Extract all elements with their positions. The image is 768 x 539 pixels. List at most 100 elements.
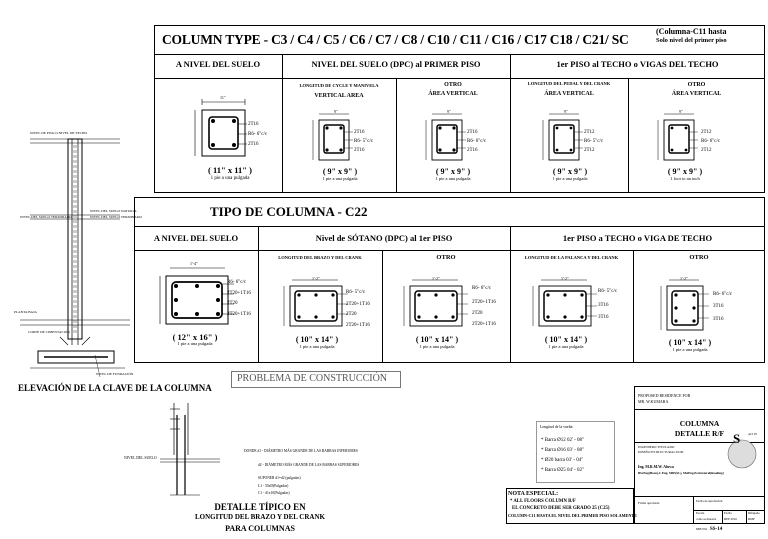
elevation-label-foundation-cut: CORTE DE CIMENTACIÓN <box>28 330 70 334</box>
t2-s4-scale: 1 pie a una pulgada <box>672 347 708 352</box>
t2-s2-bar-3: 2T20 <box>472 311 483 316</box>
t1-s3-dim: 9" <box>564 109 568 114</box>
table-2-title: TIPO DE COLUMNA - C22 <box>210 204 368 219</box>
t1-sub3-b: ÁREA VERTICAL <box>544 91 594 97</box>
column-type-table-1 <box>154 25 765 193</box>
detail-note-1: DONDE d1 - DIÁMETRO MÁS GRANDE DE LAS BA… <box>244 449 358 453</box>
t1-ground-dim: 11" <box>220 95 226 100</box>
problem-label: PROBLEMA DE CONSTRUCCIÓN <box>237 373 388 384</box>
t2-s3-bar-3: 3T16 <box>598 315 609 320</box>
t2-section-4-drawing <box>660 279 709 331</box>
t2-s3-bar-2: 3T16 <box>598 303 609 308</box>
tb-engineer-4: BScEng(Hons),C.Eng, MIE(SL), MsiEng,Estr… <box>638 471 724 475</box>
t1-sub1-b: VERTICAL AREA <box>314 93 364 99</box>
t2-sub4: OTRO <box>689 254 709 261</box>
t2-ground-size: ( 12" x 16" ) <box>172 332 218 342</box>
lap-item-4: * Barra Ø25 04' - 02" <box>541 468 585 473</box>
tb-drawn-value: RMP <box>748 517 755 521</box>
t2-ground-dim: 1'-4" <box>190 261 198 266</box>
t2-s4-dim: 1'-2" <box>680 276 688 281</box>
problem-label-box <box>231 371 401 388</box>
detail-title-3: PARA COLUMNAS <box>225 524 295 533</box>
t1-s3-bar-1: 2T12 <box>584 130 595 135</box>
t1-s1-bar-2: R6- 5"c/c <box>354 139 374 144</box>
t2-s2-dim: 1'-2" <box>432 276 440 281</box>
t1-ground-section-drawing <box>194 99 247 157</box>
t1-s2-bar-3: 2T16 <box>467 148 478 153</box>
t1-s4-bar-2: R6- 6"c/c <box>701 139 721 144</box>
table-2-header-roof: 1er PISO a TECHO o VIGA DE TECHO <box>562 233 713 243</box>
t1-s4-scale: 1 foot to an inch <box>670 176 700 181</box>
t1-s2-dim: 9" <box>447 109 451 114</box>
lap-length-box <box>536 421 615 483</box>
t1-ground-scale: 1 pie a una pulgada <box>210 176 250 181</box>
t2-ground-section-drawing <box>159 267 234 325</box>
special-note-box <box>506 488 634 524</box>
t1-s1-bar-1: 2T16 <box>354 130 365 135</box>
t1-sub4-a: OTRO <box>687 82 706 88</box>
detail-note-4: L1 - 50xD(Pulgadas) <box>258 484 289 488</box>
tb-checked-value: REP 2016 <box>724 517 737 521</box>
t2-s1-scale: 1 pie a una pulgada <box>299 344 335 349</box>
tb-scale-label: Escala <box>696 511 705 515</box>
t1-ground-size: ( 11" x 11" ) <box>208 165 252 175</box>
t1-s2-scale: 1 pie a una pulgada <box>435 176 471 181</box>
lap-item-3: * Ø20 barra 03' - 04" <box>541 458 584 463</box>
t2-s2-scale: 1 pie a una pulgada <box>419 344 455 349</box>
t1-sub3-a: LONGITUD DEL PEDAL Y DEL CRANK <box>527 81 611 86</box>
t2-ground-bar-4: 2T20+1T16 <box>227 312 251 317</box>
t1-sub2-a: OTRO <box>444 82 462 88</box>
column-type-table-2 <box>134 197 765 363</box>
special-note-line-3: COLUMN-C11 HASTA EL NIVEL DEL PRIMER PIS… <box>508 513 637 518</box>
t1-s3-bar-3: 2T12 <box>584 148 595 153</box>
lap-item-1: * Barra Ø12 02' - 08" <box>541 438 585 443</box>
t1-section-3-drawing <box>542 113 583 161</box>
t1-s3-scale: 1 pie a una pulgada <box>552 176 588 181</box>
t1-s4-dim: 9" <box>679 109 683 114</box>
t1-s1-bar-3: 2T16 <box>354 148 365 153</box>
tb-approved: Firma aprobada <box>638 501 660 505</box>
t2-s4-bar-2: 3T16 <box>713 304 724 309</box>
t2-s1-bar-3: 2T20 <box>346 312 357 317</box>
t1-ground-bar-2: R6- 6"c/c <box>248 132 268 137</box>
tb-checked-label: Fecha <box>724 511 732 515</box>
t2-s2-bar-1: R6- 6"c/c <box>472 286 492 291</box>
t2-s3-bar-1: R6- 5"c/c <box>598 289 618 294</box>
elevation-label-finished-2: NIVEL DEL SUELO TERMINADO <box>90 215 142 219</box>
t2-section-3-drawing <box>532 279 597 327</box>
table-1-title-note-2: Solo nivel del primer piso <box>656 37 727 44</box>
engineer-seal-icon <box>727 439 757 469</box>
t2-s2-bar-2: 2T20+1T16 <box>472 300 496 305</box>
detail-title-1: DETALLE TÍPICO EN <box>214 502 306 512</box>
t2-s1-dim: 1'-2" <box>312 276 320 281</box>
t1-ground-bar-1: 2T16 <box>248 122 259 127</box>
t1-sub4-b: ÁREA VERTICAL <box>671 91 722 97</box>
tb-rev-label: DIB NO <box>696 527 707 531</box>
t2-ground-bar-3: 2T20 <box>227 301 238 306</box>
special-note-line-1: * ALL FLOORS COLUMN R/F <box>510 499 576 504</box>
t1-s4-bar-1: 2T12 <box>701 130 712 135</box>
t2-s3-dim: 1'-2" <box>561 276 569 281</box>
tb-drawing-title-2: DETALLE R/F <box>674 429 725 438</box>
title-block <box>634 386 765 524</box>
t2-section-2-drawing <box>403 279 468 327</box>
t2-sub1: LONGITUD DEL BRAZO Y DEL CRANK <box>278 255 362 260</box>
t1-ground-bar-3: 2T16 <box>248 142 259 147</box>
t1-section-4-drawing <box>657 113 698 161</box>
t1-s4-size: ( 9" x 9" ) <box>667 167 703 176</box>
lap-detail-drawing <box>160 403 220 496</box>
tb-drawn-label: Dibujado <box>748 511 760 515</box>
t1-section-1-drawing <box>312 113 353 161</box>
table-1-title-note: (Columna-C11 hasta <box>656 27 727 36</box>
detail-note-2: d2 - DIÁMETRO MÁS GRANDE DE LAS BARRAS S… <box>258 463 360 467</box>
t2-s2-bar-4: 2T20+1T16 <box>472 322 496 327</box>
t2-s1-bar-1: R6- 5"c/c <box>346 290 366 295</box>
tb-engineer-3: Ing. M.R.M.W. Aluwa <box>638 465 674 469</box>
tb-project: PROPOSED RESIDENCE FOR <box>638 393 691 398</box>
t2-s4-bar-1: R6- 6"c/c <box>713 292 733 297</box>
detail-note-5: C1 - d1x10(Pulgadas) <box>258 491 290 495</box>
t1-s3-size: ( 9" x 9" ) <box>552 167 588 176</box>
elevation-label-foundation-level: NIVEL DE FUNDACIÓN <box>96 372 134 376</box>
t2-ground-bar-2: 2T20+1T16 <box>227 291 251 296</box>
special-note-title: NOTA ESPECIAL: <box>508 491 559 497</box>
